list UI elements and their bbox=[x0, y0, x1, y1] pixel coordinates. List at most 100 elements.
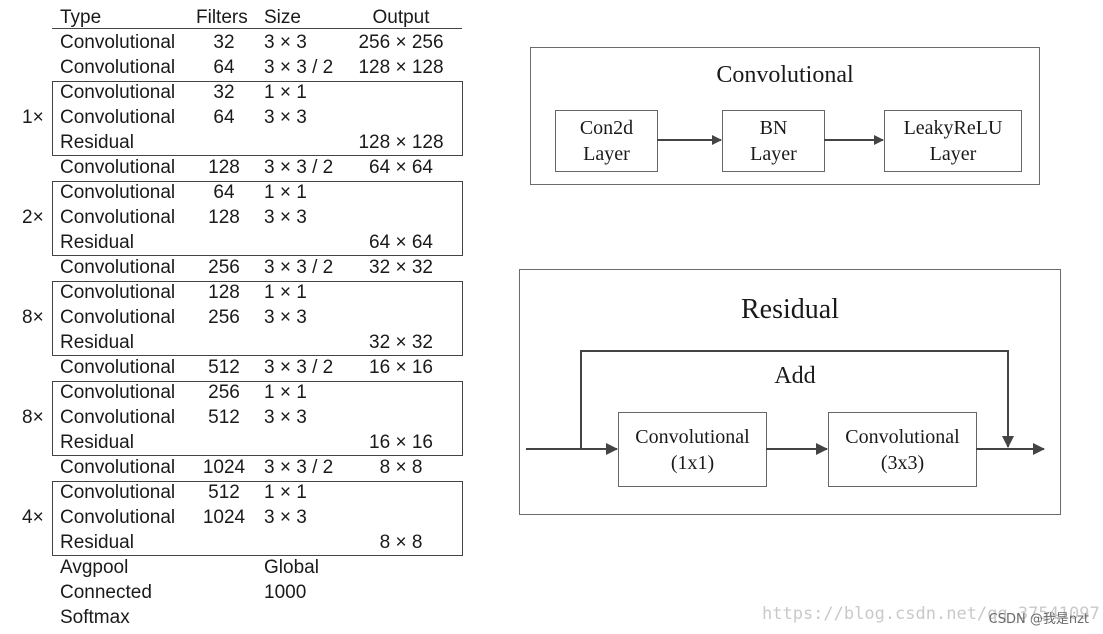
cell-size: 3 × 3 bbox=[264, 32, 307, 53]
node-label: Layer bbox=[750, 143, 797, 165]
conv-1x1-node: Convolutional (1x1) bbox=[618, 412, 767, 487]
table-header-row: Type Filters Size Output bbox=[0, 5, 470, 30]
cell-filters: 512 bbox=[208, 482, 240, 503]
cell-size: 3 × 3 / 2 bbox=[264, 357, 334, 378]
cell-type: Residual bbox=[60, 532, 134, 553]
block-multiplier: 2× bbox=[22, 207, 44, 228]
cell-size: Global bbox=[264, 557, 319, 578]
cell-filters: 32 bbox=[213, 82, 235, 103]
residual-diagram-arrows bbox=[526, 350, 1045, 455]
cell-size: 3 × 3 / 2 bbox=[264, 257, 334, 278]
architecture-table: Type Filters Size Output Convolutional 32… bbox=[0, 0, 470, 634]
cell-size: 1 × 1 bbox=[264, 382, 307, 403]
watermark: https://blog.csdn.net/qq_37541097 bbox=[762, 604, 1100, 624]
cell-filters: 64 bbox=[213, 182, 235, 203]
residual-block-frame bbox=[52, 381, 463, 456]
node-label: Layer bbox=[583, 143, 630, 165]
header-size: Size bbox=[264, 7, 301, 28]
cell-output: 32 × 32 bbox=[369, 332, 433, 353]
cell-type: Convolutional bbox=[60, 357, 176, 378]
table-row: Convolutional 512 3 × 3 / 2 16 × 16 bbox=[0, 355, 470, 380]
cell-size: 3 × 3 bbox=[264, 107, 307, 128]
cell-type: Convolutional bbox=[60, 57, 176, 78]
convolutional-diagram: Convolutional Con2d Layer BN Layer Leaky… bbox=[530, 47, 1040, 185]
cell-type: Convolutional bbox=[60, 307, 176, 328]
header-rule bbox=[52, 28, 462, 29]
cell-output: 64 × 64 bbox=[369, 157, 433, 178]
cell-size: 3 × 3 / 2 bbox=[264, 457, 334, 478]
cell-filters: 128 bbox=[208, 282, 240, 303]
table-row: Convolutional 32 1 × 1 bbox=[0, 80, 470, 105]
header-filters: Filters bbox=[196, 7, 248, 28]
cell-type: Softmax bbox=[60, 607, 130, 628]
cell-size: 3 × 3 / 2 bbox=[264, 157, 334, 178]
cell-output: 16 × 16 bbox=[369, 357, 433, 378]
node-label: Convolutional bbox=[635, 425, 750, 448]
cell-filters: 256 bbox=[208, 382, 240, 403]
cell-size: 3 × 3 bbox=[264, 307, 307, 328]
bn-layer-node: BN Layer bbox=[722, 110, 825, 172]
node-label: Con2d bbox=[579, 117, 634, 139]
cell-type: Connected bbox=[60, 582, 152, 603]
cell-type: Residual bbox=[60, 332, 134, 353]
cell-output: 128 × 128 bbox=[358, 57, 444, 78]
cell-type: Convolutional bbox=[60, 282, 176, 303]
cell-output: 256 × 256 bbox=[358, 32, 444, 53]
cell-filters: 1024 bbox=[202, 457, 246, 478]
table-row: Convolutional 512 3 × 3 bbox=[0, 405, 470, 430]
con2d-layer-node: Con2d Layer bbox=[555, 110, 658, 172]
cell-type: Convolutional bbox=[60, 207, 176, 228]
residual-block-frame bbox=[52, 481, 463, 556]
node-label: (3x3) bbox=[880, 451, 925, 474]
node-label: (1x1) bbox=[670, 451, 715, 474]
cell-type: Convolutional bbox=[60, 507, 176, 528]
cell-output: 8 × 8 bbox=[379, 457, 423, 478]
block-multiplier: 4× bbox=[22, 507, 44, 528]
node-label: LeakyReLU bbox=[903, 117, 1003, 139]
block-multiplier: 8× bbox=[22, 407, 44, 428]
cell-type: Convolutional bbox=[60, 407, 176, 428]
cell-type: Convolutional bbox=[60, 482, 176, 503]
cell-type: Convolutional bbox=[60, 257, 176, 278]
cell-output: 8 × 8 bbox=[379, 532, 423, 553]
cell-output: 16 × 16 bbox=[369, 432, 433, 453]
cell-size: 1 × 1 bbox=[264, 82, 307, 103]
table-row: Residual 8 × 8 bbox=[0, 530, 470, 555]
table-row: Softmax bbox=[0, 605, 470, 630]
cell-filters: 128 bbox=[208, 207, 240, 228]
table-row: Convolutional 512 1 × 1 bbox=[0, 480, 470, 505]
table-row: Convolutional 256 3 × 3 bbox=[0, 305, 470, 330]
cell-filters: 256 bbox=[208, 257, 240, 278]
cell-filters: 256 bbox=[208, 307, 240, 328]
conv-diagram-arrows bbox=[657, 135, 884, 145]
residual-block-frame bbox=[52, 181, 463, 256]
cell-filters: 512 bbox=[208, 407, 240, 428]
cell-size: 3 × 3 / 2 bbox=[264, 57, 334, 78]
credit-label: CSDN @我是nzt bbox=[988, 612, 1089, 627]
cell-size: 3 × 3 bbox=[264, 407, 307, 428]
residual-block-frame bbox=[52, 281, 463, 356]
cell-size: 1 × 1 bbox=[264, 482, 307, 503]
cell-filters: 1024 bbox=[202, 507, 246, 528]
cell-type: Residual bbox=[60, 232, 134, 253]
header-output: Output bbox=[372, 7, 430, 28]
cell-filters: 512 bbox=[208, 357, 240, 378]
cell-type: Residual bbox=[60, 132, 134, 153]
cell-type: Convolutional bbox=[60, 82, 176, 103]
cell-type: Convolutional bbox=[60, 32, 176, 53]
cell-filters: 128 bbox=[208, 157, 240, 178]
cell-type: Convolutional bbox=[60, 107, 176, 128]
